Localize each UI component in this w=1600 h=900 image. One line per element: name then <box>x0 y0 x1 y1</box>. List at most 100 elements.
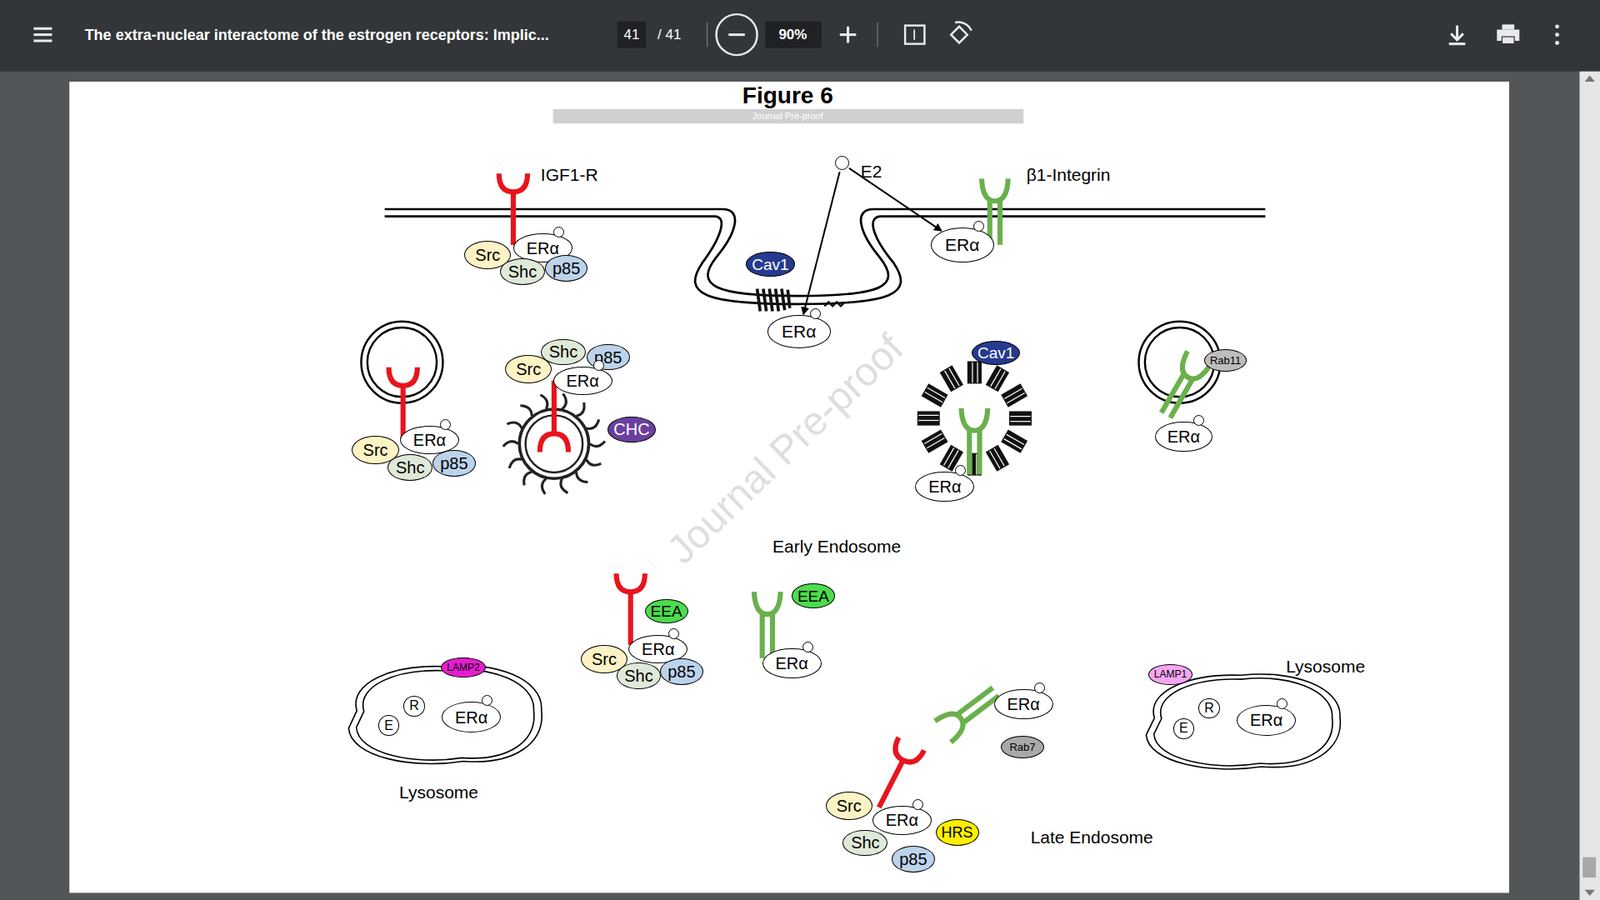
lysosome-label: Lysosome <box>399 783 479 801</box>
node-label: LAMP2 <box>446 662 480 673</box>
node-label: ERα <box>413 431 446 449</box>
node-label: Shc <box>549 343 578 360</box>
caveolin-unit <box>917 410 940 425</box>
node-label: ERα <box>566 372 600 390</box>
protein-oval: ERα <box>994 689 1054 720</box>
caveolin-block <box>940 365 964 392</box>
caveolin-stripe <box>1006 434 1025 445</box>
node-label: EEA <box>650 603 683 620</box>
node-label: Src <box>836 797 862 815</box>
protein-oval: EEA <box>791 583 835 608</box>
caveolin-unit <box>985 445 1010 472</box>
node-label: Rab7 <box>1009 741 1035 753</box>
scroll-arrow <box>1585 75 1595 82</box>
clathrin-bristle <box>524 471 532 485</box>
bound-estradiol <box>973 220 985 232</box>
receptor-label: IGF1-R <box>540 165 599 184</box>
igf1r-receptor <box>865 737 924 815</box>
zoom-box <box>765 21 821 49</box>
protein-oval: Shc <box>387 454 433 481</box>
clathrin-bristle <box>590 441 605 447</box>
protein-oval: Shc <box>500 258 545 285</box>
node-label: Rab11 <box>1210 355 1241 366</box>
protein-oval: E <box>378 715 400 735</box>
scroll-thumb <box>1582 857 1596 878</box>
page-box <box>617 21 646 49</box>
protein-oval: E <box>1173 718 1195 739</box>
banner-text: Journal Pre-proof <box>752 111 824 121</box>
bound-estradiol <box>1034 682 1045 694</box>
node-label: ERα <box>775 655 809 672</box>
bound-estradiol <box>593 360 605 371</box>
node-label: ERα <box>945 235 980 254</box>
node-label: ERα <box>885 811 919 829</box>
protein-oval: HRS <box>935 819 980 846</box>
watermark: Journal Pre-proof <box>660 327 911 571</box>
node-label: p85 <box>552 260 580 277</box>
node-label: Cav1 <box>751 256 789 273</box>
caveolin-stripe <box>918 415 939 416</box>
node-label: Src <box>515 360 541 378</box>
lysosome-membrane <box>1153 678 1332 766</box>
caveolin-block <box>1009 410 1032 425</box>
clathrin-bristle <box>560 478 569 493</box>
protein-oval: ERα <box>1155 421 1213 453</box>
lysosome-membrane <box>1145 674 1340 770</box>
protein-oval: Rab7 <box>1000 735 1044 759</box>
integrin-receptor <box>754 591 781 659</box>
page <box>69 81 1510 893</box>
node-label: Cav1 <box>977 345 1015 361</box>
node-label: ERα <box>1167 428 1200 445</box>
protein-oval: Shc <box>842 830 888 857</box>
ligand-label: E2 <box>860 162 883 180</box>
banner <box>553 109 1024 124</box>
compartment-label: Late Endosome <box>1030 828 1154 846</box>
caveolin-stripe <box>1004 439 1022 450</box>
document-title: The extra-nuclear interactome of the est… <box>85 27 550 43</box>
node-label: ERα <box>1006 695 1040 713</box>
clathrin-bristle <box>520 405 532 416</box>
caveolin-unit <box>1000 429 1028 453</box>
node-label: Shc <box>624 667 653 685</box>
protein-oval: p85 <box>545 255 588 282</box>
clathrin-bristle <box>503 441 519 447</box>
integrin-receptor <box>935 680 1005 742</box>
bound-estradiol <box>802 641 814 653</box>
node-label: HRS <box>941 825 974 840</box>
coat-wiggle <box>824 301 845 306</box>
caveolin-block <box>967 360 982 384</box>
clathrin-bristle <box>576 402 585 416</box>
toolbar <box>0 0 1600 72</box>
protein-oval: R <box>1198 698 1220 719</box>
caveolin-stripe <box>1010 415 1030 417</box>
node-label: p85 <box>440 455 468 472</box>
node-label: ERα <box>455 709 488 726</box>
caveolin-stripe <box>975 454 977 475</box>
protein-oval: EEA <box>645 599 689 624</box>
clathrin-bristle <box>541 478 546 494</box>
zoom-level: 90% <box>778 27 807 42</box>
caveolin-coat <box>917 360 1032 475</box>
protein-oval: ERα <box>767 315 831 348</box>
scrollbar <box>1580 71 1600 900</box>
igf1r-receptor <box>499 173 528 245</box>
node-label: Src <box>475 246 500 264</box>
node-label: Shc <box>508 263 537 280</box>
toolbar-icons <box>33 14 1560 55</box>
compartment-label: Early Endosome <box>772 537 901 555</box>
clathrin-bristle <box>506 422 522 429</box>
node-label: ERα <box>781 322 816 340</box>
bound-estradiol <box>912 799 924 810</box>
bound-estradiol <box>810 308 821 320</box>
node-label: ERα <box>526 240 560 257</box>
lysosome: LysosomeLAMP2REERα <box>342 654 548 773</box>
caveolin-stripe <box>944 447 955 465</box>
caveolin-stripe <box>945 370 955 389</box>
caveolin-stripe <box>926 438 945 449</box>
node-label: ERα <box>928 478 961 495</box>
caveolin-unit <box>921 383 949 407</box>
protein-oval: p85 <box>432 450 475 477</box>
caveolin-stripe <box>971 362 973 383</box>
